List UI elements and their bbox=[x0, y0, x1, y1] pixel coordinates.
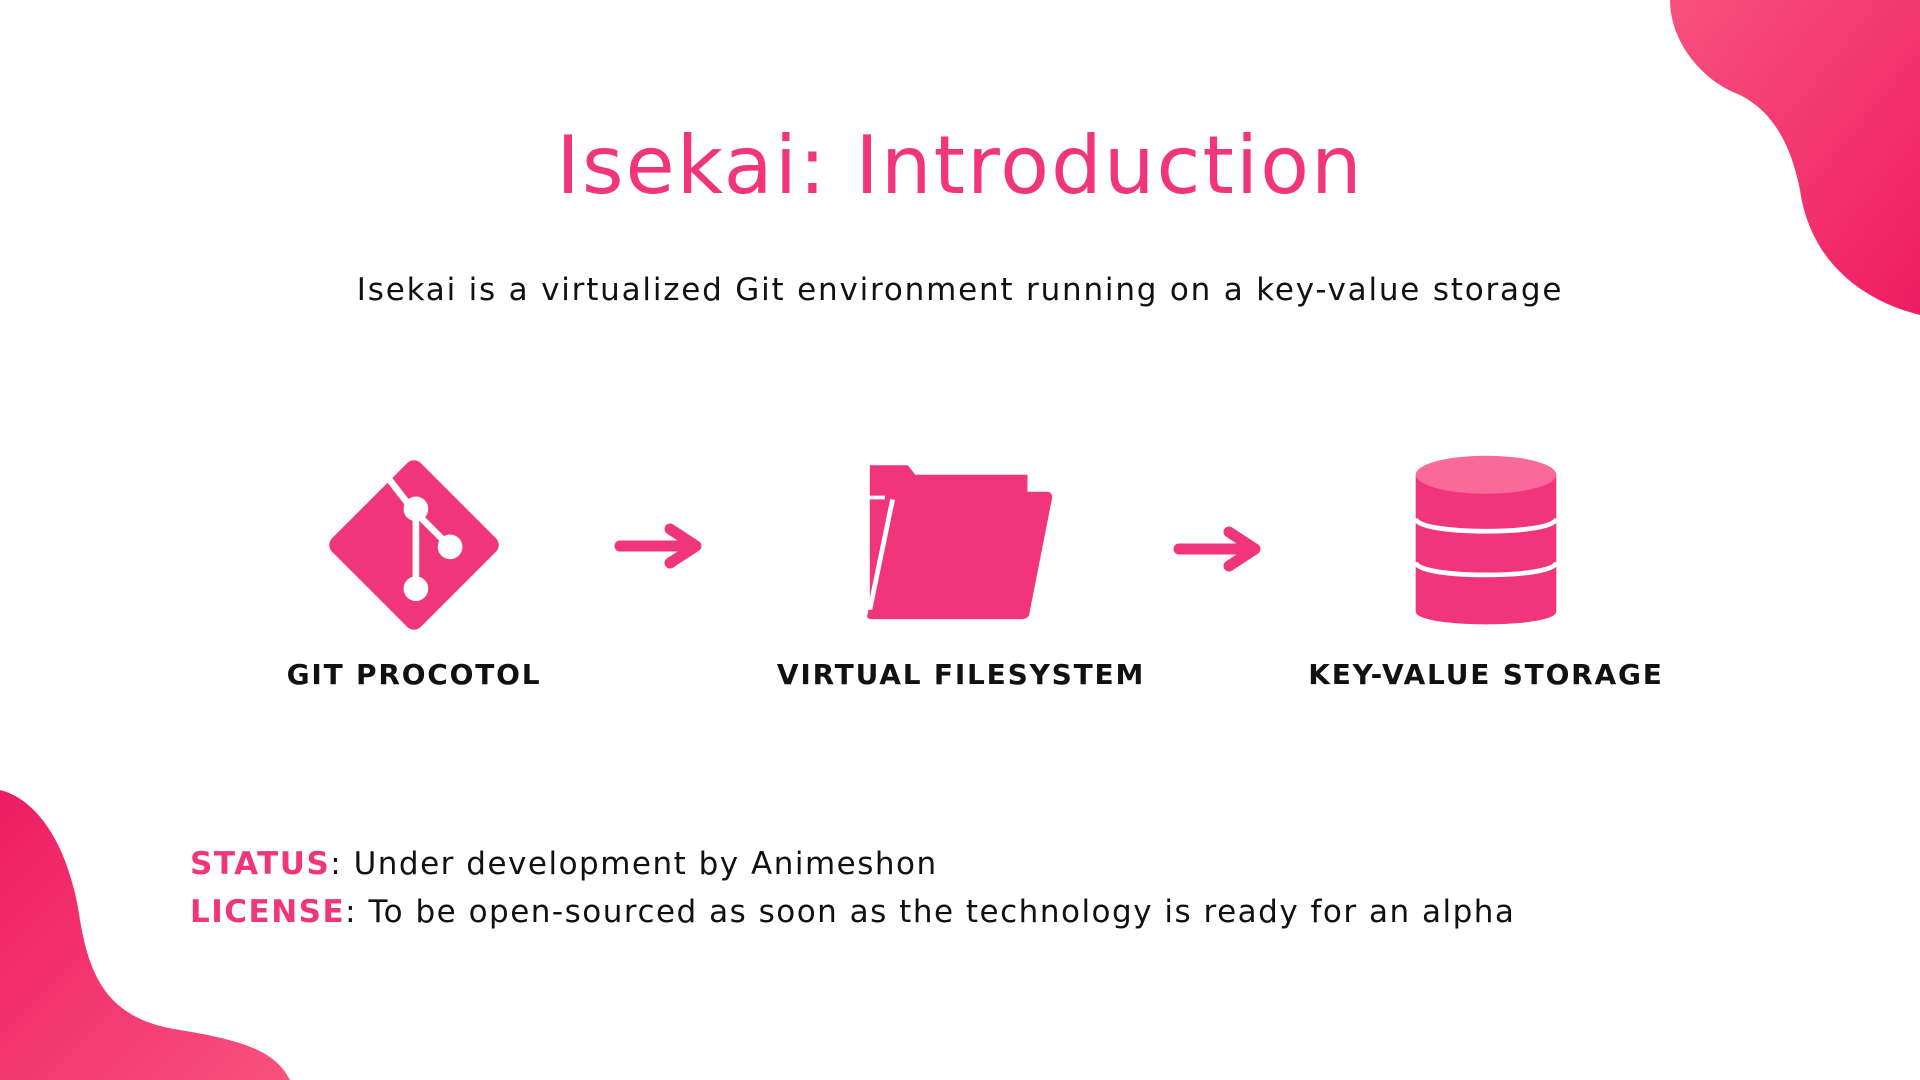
flow-node-virtual-filesystem: VIRTUAL FILESYSTEM bbox=[741, 450, 1181, 710]
slide-title: Isekai: Introduction bbox=[556, 119, 1364, 212]
license-key: LICENSE bbox=[190, 894, 346, 930]
folder-icon bbox=[866, 450, 1056, 640]
database-icon bbox=[1391, 450, 1581, 640]
license-value: : To be open-sourced as soon as the tech… bbox=[345, 894, 1516, 930]
arrow-right-icon bbox=[614, 521, 704, 571]
git-icon bbox=[319, 450, 509, 640]
slide-subtitle: Isekai is a virtualized Git environment … bbox=[356, 272, 1564, 308]
status-value: : Under development by Animeshon bbox=[330, 846, 938, 882]
status-key: STATUS bbox=[190, 846, 331, 882]
arrow-right-icon bbox=[1173, 524, 1263, 574]
flow-node-label: KEY-VALUE STORAGE bbox=[1308, 658, 1664, 691]
license-line: LICENSE: To be open-sourced as soon as t… bbox=[190, 894, 1515, 931]
flow-node-key-value-storage: KEY-VALUE STORAGE bbox=[1266, 450, 1706, 710]
status-line: STATUS: Under development by Animeshon bbox=[190, 846, 938, 883]
flow-node-label: VIRTUAL FILESYSTEM bbox=[776, 658, 1146, 691]
flow-node-git-protocol: GIT PROCOTOL bbox=[194, 450, 634, 710]
decorative-blob-bottom-left bbox=[0, 790, 290, 1080]
flow-node-label: GIT PROCOTOL bbox=[286, 658, 542, 691]
